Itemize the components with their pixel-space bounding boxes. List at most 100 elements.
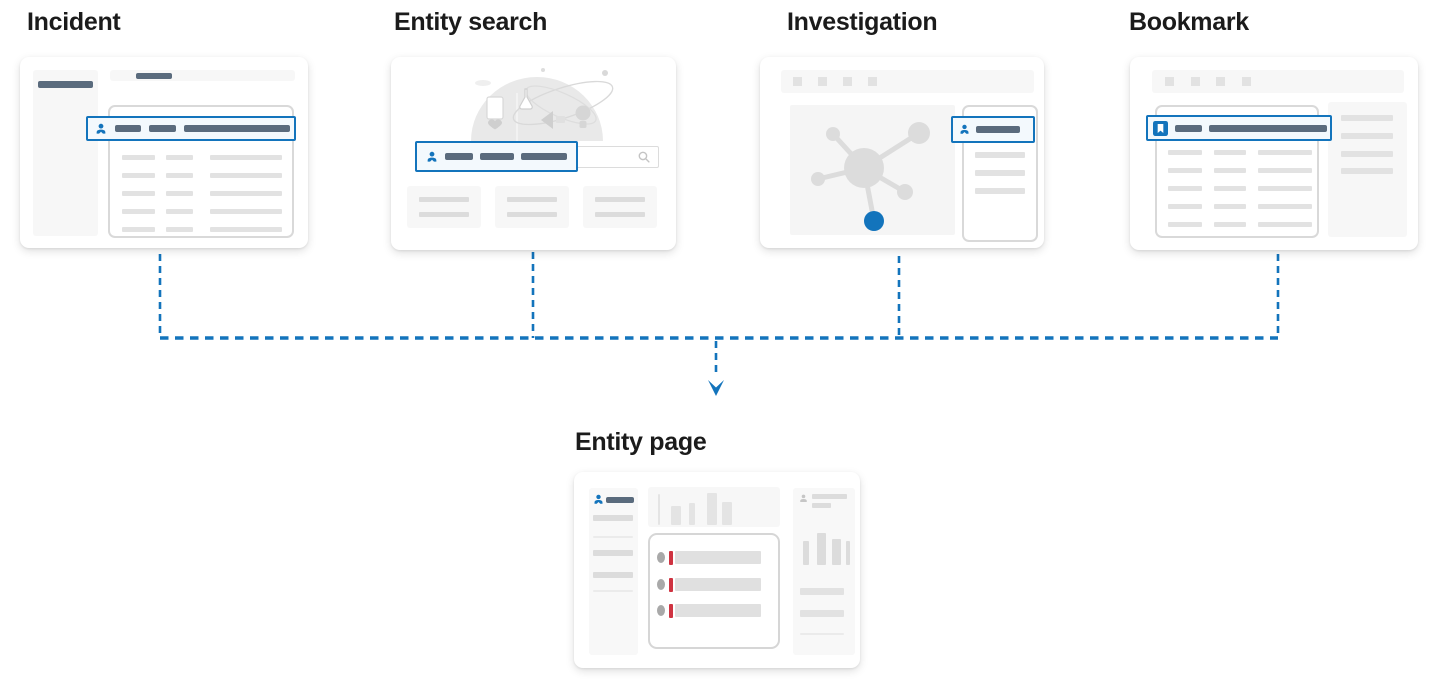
person-icon — [96, 123, 106, 134]
skeleton-bar — [1168, 222, 1202, 227]
skeleton-line — [593, 590, 633, 592]
toolbar-square — [1165, 77, 1174, 86]
skeleton-bar — [115, 125, 141, 132]
graph-hub-node — [844, 148, 884, 188]
skeleton-bar — [1214, 150, 1246, 155]
skeleton-bar — [593, 515, 633, 521]
skeleton-bar — [210, 173, 282, 178]
skeleton-bar — [1258, 222, 1312, 227]
skeleton-bar — [1168, 204, 1202, 209]
result-tile — [583, 186, 657, 228]
incident-header-bar — [110, 70, 295, 81]
skeleton-bar — [166, 227, 193, 232]
skeleton-bar — [1214, 186, 1246, 191]
skeleton-bar — [122, 209, 155, 214]
chart-axis-line — [658, 494, 660, 525]
person-icon — [960, 124, 969, 134]
bookmark-entity-highlight-row — [1146, 115, 1332, 141]
skeleton-bar — [675, 551, 761, 564]
skeleton-bar — [1341, 168, 1393, 174]
person-icon — [427, 151, 437, 162]
bookmark-heading: Bookmark — [1129, 8, 1249, 36]
result-tile — [407, 186, 481, 228]
skeleton-bar — [1341, 151, 1393, 157]
selected-entity-node — [864, 211, 884, 231]
chart-bar — [671, 506, 681, 525]
skeleton-bar — [521, 153, 567, 160]
skeleton-bar — [480, 153, 514, 160]
skeleton-bar — [593, 572, 633, 578]
skeleton-bar — [976, 126, 1020, 133]
skeleton-bar — [166, 155, 193, 160]
investigation-toolbar — [781, 70, 1034, 93]
bookmark-icon — [1153, 120, 1168, 136]
chart-bar — [846, 541, 850, 565]
toolbar-square — [1191, 77, 1200, 86]
skeleton-bar — [1341, 133, 1393, 139]
skeleton-bar — [210, 209, 282, 214]
skeleton-line — [593, 536, 633, 538]
skeleton-bar — [149, 125, 176, 132]
investigation-heading: Investigation — [787, 8, 938, 36]
skeleton-line — [800, 633, 844, 635]
list-bullet — [657, 579, 665, 590]
skeleton-bar — [184, 125, 290, 132]
science-doodle-illustration — [471, 68, 614, 141]
skeleton-bar — [419, 197, 469, 202]
skeleton-bar — [675, 578, 761, 591]
skeleton-bar — [1175, 124, 1202, 132]
skeleton-bar — [1258, 150, 1312, 155]
person-icon — [594, 494, 603, 504]
incident-card — [20, 57, 308, 248]
skeleton-bar — [210, 227, 282, 232]
chart-bar — [689, 503, 695, 525]
alert-severity-marker — [669, 578, 673, 592]
entity-page-heading: Entity page — [575, 428, 707, 456]
toolbar-square — [843, 77, 852, 86]
entity-search-highlight-row — [415, 141, 578, 172]
skeleton-bar — [210, 155, 282, 160]
investigation-entity-highlight-row — [951, 116, 1035, 143]
investigation-graph — [811, 122, 930, 231]
arrow-down-icon — [708, 380, 724, 396]
search-icon — [638, 151, 650, 163]
skeleton-bar — [122, 155, 155, 160]
skeleton-bar — [1168, 168, 1202, 173]
skeleton-bar — [507, 212, 557, 217]
skeleton-bar — [1258, 186, 1312, 191]
entity-page-right-panel — [793, 488, 855, 655]
toolbar-square — [818, 77, 827, 86]
incident-entity-highlight-row — [86, 116, 296, 141]
skeleton-bar — [38, 81, 93, 88]
skeleton-bar — [1258, 204, 1312, 209]
skeleton-bar — [507, 197, 557, 202]
chart-bar — [707, 493, 717, 525]
result-tile — [495, 186, 569, 228]
skeleton-bar — [675, 604, 761, 617]
incident-sidebar — [33, 70, 98, 236]
skeleton-bar — [1168, 186, 1202, 191]
skeleton-bar — [1214, 204, 1246, 209]
skeleton-bar — [975, 170, 1025, 176]
alert-severity-marker — [669, 604, 673, 618]
entity-search-card — [391, 57, 676, 250]
skeleton-bar — [1258, 168, 1312, 173]
toolbar-square — [1242, 77, 1251, 86]
skeleton-bar — [1214, 168, 1246, 173]
skeleton-bar — [1214, 222, 1246, 227]
skeleton-bar — [166, 209, 193, 214]
list-bullet — [657, 552, 665, 563]
skeleton-bar — [1341, 115, 1393, 121]
toolbar-square — [1216, 77, 1225, 86]
bookmark-card — [1130, 57, 1418, 250]
skeleton-bar — [419, 212, 469, 217]
skeleton-bar — [122, 173, 155, 178]
skeleton-bar — [593, 550, 633, 556]
list-bullet — [657, 605, 665, 616]
toolbar-square — [868, 77, 877, 86]
skeleton-bar — [800, 588, 844, 595]
skeleton-bar — [1168, 150, 1202, 155]
chart-bar — [817, 533, 826, 565]
entity-page-card — [574, 472, 860, 668]
skeleton-bar — [210, 191, 282, 196]
